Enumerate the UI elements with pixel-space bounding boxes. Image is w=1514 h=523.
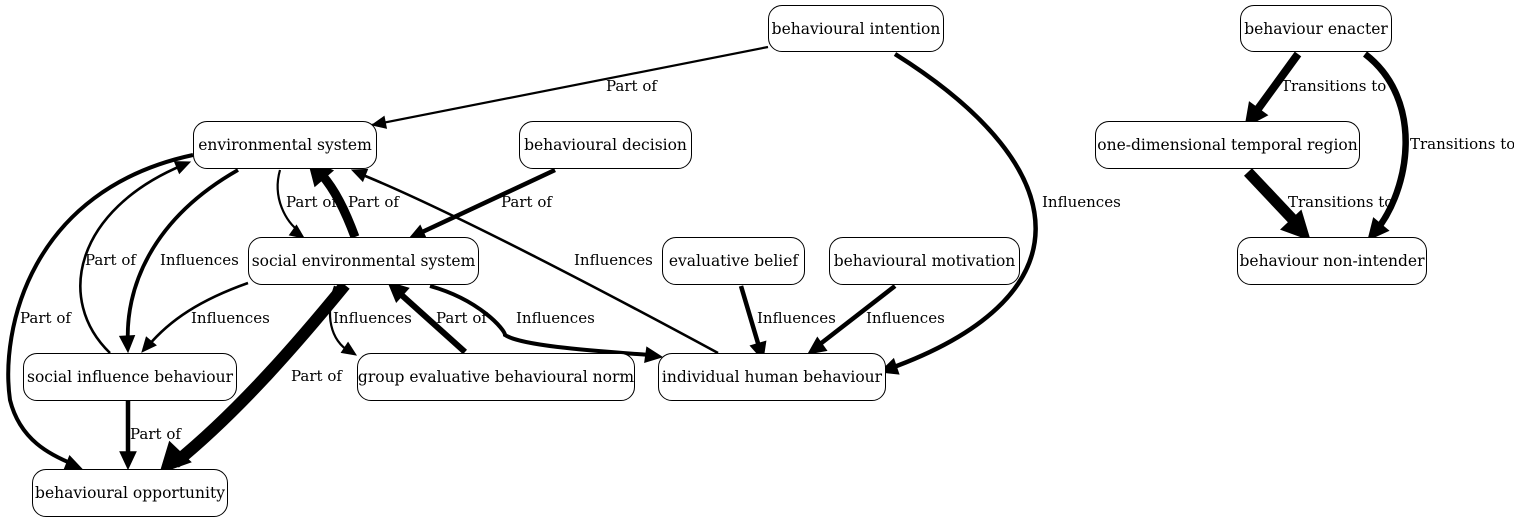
edge-social-environmental-system-to-social-influence-behaviour-label: Influences xyxy=(191,309,270,327)
edge-individual-human-behaviour-to-environmental-system-label: Influences xyxy=(574,251,653,269)
edge-environmental-system-to-social-environmental-system-arrowhead xyxy=(288,224,306,239)
edge-behavioural-intention-to-individual-human-behaviour-label: Influences xyxy=(1042,193,1121,211)
edge-one-dimensional-temporal-region-to-behaviour-non-intender-arrowhead xyxy=(1280,209,1311,241)
edge-environmental-system-to-social-influence-behaviour-label: Influences xyxy=(160,251,239,269)
edge-environmental-system-to-behavioural-opportunity-arrowhead xyxy=(63,454,84,471)
edge-social-influence-behaviour-to-environmental-system-label: Part of xyxy=(85,251,137,269)
edge-social-environmental-system-to-individual-human-behaviour-arrowhead xyxy=(644,346,664,363)
edge-behaviour-enacter-to-behaviour-non-intender-label: Transitions to xyxy=(1410,135,1514,153)
node-social-influence-behaviour[interactable]: social influence behaviour xyxy=(23,353,237,401)
node-one-dimensional-temporal-region[interactable]: one-dimensional temporal region xyxy=(1095,121,1360,169)
node-behavioural-decision[interactable]: behavioural decision xyxy=(519,121,692,169)
edge-social-environmental-system-to-social-influence-behaviour-arrowhead xyxy=(141,336,157,353)
edge-behavioural-intention-to-environmental-system[interactable] xyxy=(371,45,769,127)
edge-behavioural-motivation-to-individual-human-behaviour[interactable] xyxy=(813,284,897,350)
node-behaviour-non-intender[interactable]: behaviour non-intender xyxy=(1237,237,1427,285)
edge-social-environmental-system-to-behavioural-opportunity-arrowhead xyxy=(159,440,192,474)
edge-behavioural-motivation-to-individual-human-behaviour-arrowhead xyxy=(807,336,828,355)
edge-environmental-system-to-social-influence-behaviour-arrowhead xyxy=(118,334,136,354)
edge-one-dimensional-temporal-region-to-behaviour-non-intender-label: Transitions to xyxy=(1288,193,1393,211)
edge-social-environmental-system-to-behavioural-opportunity[interactable] xyxy=(171,281,350,468)
node-behavioural-intention[interactable]: behavioural intention xyxy=(768,5,944,52)
edge-behavioural-decision-to-social-environmental-system[interactable] xyxy=(417,167,556,237)
edge-group-evaluative-behavioural-norm-to-social-environmental-system-arrowhead xyxy=(387,281,410,304)
edge-environmental-system-to-social-influence-behaviour[interactable] xyxy=(125,168,239,345)
edge-environmental-system-to-behavioural-opportunity[interactable] xyxy=(6,153,194,467)
edge-social-environmental-system-to-environmental-system-label: Part of xyxy=(348,193,400,211)
edge-behavioural-decision-to-social-environmental-system-label: Part of xyxy=(501,193,553,211)
edge-group-evaluative-behavioural-norm-to-social-environmental-system[interactable] xyxy=(393,287,468,355)
edge-social-environmental-system-to-behavioural-opportunity-label: Part of xyxy=(291,367,343,385)
edge-social-environmental-system-to-environmental-system[interactable] xyxy=(318,172,360,239)
edge-social-environmental-system-to-social-influence-behaviour[interactable] xyxy=(147,281,249,347)
edge-social-influence-behaviour-to-behavioural-opportunity-label: Part of xyxy=(130,425,182,443)
edge-social-influence-behaviour-to-behavioural-opportunity-arrowhead xyxy=(119,451,137,471)
edge-individual-human-behaviour-to-environmental-system-arrowhead xyxy=(350,168,369,183)
node-behavioural-opportunity[interactable]: behavioural opportunity xyxy=(32,469,228,517)
edge-behaviour-enacter-to-behaviour-non-intender[interactable] xyxy=(1363,51,1409,235)
edge-layer xyxy=(6,45,1409,474)
edge-label-layer: Part of Influences Transitions to Transitio… xyxy=(20,77,1514,443)
edge-social-environmental-system-to-group-evaluative-behavioural-norm-label: Influences xyxy=(333,309,412,327)
edge-social-environmental-system-to-individual-human-behaviour[interactable] xyxy=(429,284,651,357)
edge-behaviour-enacter-to-behaviour-non-intender-arrowhead xyxy=(1367,217,1390,241)
node-evaluative-belief[interactable]: evaluative belief xyxy=(662,237,805,285)
edge-behaviour-enacter-to-one-dimensional-temporal-region-label: Transitions to xyxy=(1281,77,1386,95)
edge-environmental-system-to-social-environmental-system-label: Part of xyxy=(286,193,338,211)
edge-one-dimensional-temporal-region-to-behaviour-non-intender[interactable] xyxy=(1243,168,1303,229)
node-social-environmental-system[interactable]: social environmental system xyxy=(248,237,479,285)
edge-behavioural-intention-to-environmental-system-arrowhead xyxy=(370,115,388,129)
node-individual-human-behaviour[interactable]: individual human behaviour xyxy=(658,353,886,401)
edge-social-environmental-system-to-group-evaluative-behavioural-norm-arrowhead xyxy=(340,341,358,356)
edge-behavioural-intention-to-individual-human-behaviour[interactable] xyxy=(879,52,1038,375)
node-group-evaluative-behavioural-norm[interactable]: group evaluative behavioural norm xyxy=(357,353,635,401)
edge-evaluative-belief-to-individual-human-behaviour[interactable] xyxy=(738,285,763,351)
edge-behavioural-motivation-to-individual-human-behaviour-label: Influences xyxy=(866,309,945,327)
edge-environmental-system-to-behavioural-opportunity-label: Part of xyxy=(20,309,72,327)
edge-group-evaluative-behavioural-norm-to-social-environmental-system-label: Part of xyxy=(436,309,488,327)
edge-social-influence-behaviour-to-environmental-system-arrowhead xyxy=(173,161,192,175)
edge-social-influence-behaviour-to-environmental-system[interactable] xyxy=(79,163,184,354)
edge-social-environmental-system-to-individual-human-behaviour-label: Influences xyxy=(516,309,595,327)
edge-individual-human-behaviour-to-environmental-system[interactable] xyxy=(357,171,719,355)
node-environmental-system[interactable]: environmental system xyxy=(193,121,377,169)
edge-behavioural-intention-to-environmental-system-label: Part of xyxy=(606,77,658,95)
node-behavioural-motivation[interactable]: behavioural motivation xyxy=(829,237,1020,285)
node-behaviour-enacter[interactable]: behaviour enacter xyxy=(1240,5,1392,52)
edge-evaluative-belief-to-individual-human-behaviour-label: Influences xyxy=(757,309,836,327)
